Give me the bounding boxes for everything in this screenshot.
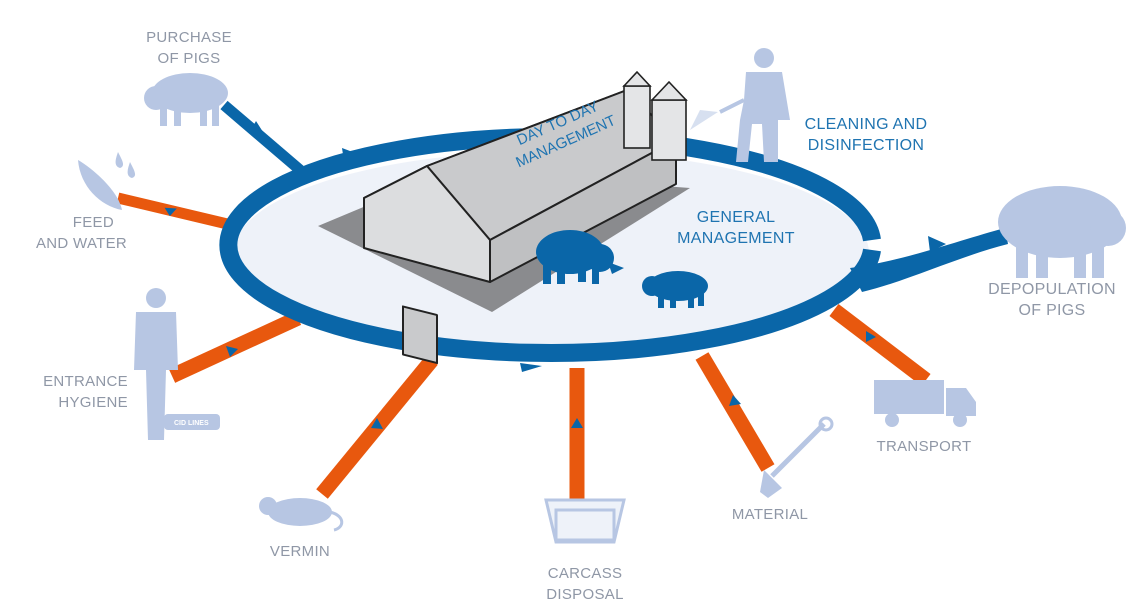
- vermin-arrow: [316, 355, 438, 499]
- transport-label: TRANSPORT: [876, 438, 972, 455]
- ring-arrowhead: [228, 230, 236, 252]
- pig-icon: [144, 73, 228, 126]
- farmer-spraying-icon: [690, 48, 790, 162]
- ring-arrowhead: [342, 148, 358, 161]
- shovel-icon: [760, 416, 834, 498]
- truck-icon: [874, 380, 976, 427]
- person-icon: [134, 288, 220, 440]
- carcass-bin-icon: [544, 498, 626, 544]
- ring-arrowhead: [520, 363, 542, 372]
- depopulation-arrow: [850, 228, 1008, 292]
- big-pig-icon: [998, 186, 1126, 278]
- material-label: MATERIAL: [731, 506, 809, 523]
- ring-arrowhead: [710, 146, 724, 158]
- feed-water-arrow: [116, 192, 242, 233]
- vermin-label: VERMIN: [269, 543, 331, 560]
- purchase-arrow: [220, 100, 304, 175]
- piglet-icon: [642, 271, 708, 308]
- transport-arrow: [829, 304, 931, 386]
- pig-icon: [536, 230, 624, 284]
- feed-and-water-icon: [78, 152, 136, 210]
- silo-icon: [622, 70, 688, 161]
- carcass-arrow: [569, 368, 585, 500]
- material-arrow: [695, 352, 775, 472]
- cid-lines-logo: CID LINES: [174, 420, 209, 427]
- rat-icon: [259, 497, 344, 532]
- entrance-hygiene-arrow: [168, 311, 302, 383]
